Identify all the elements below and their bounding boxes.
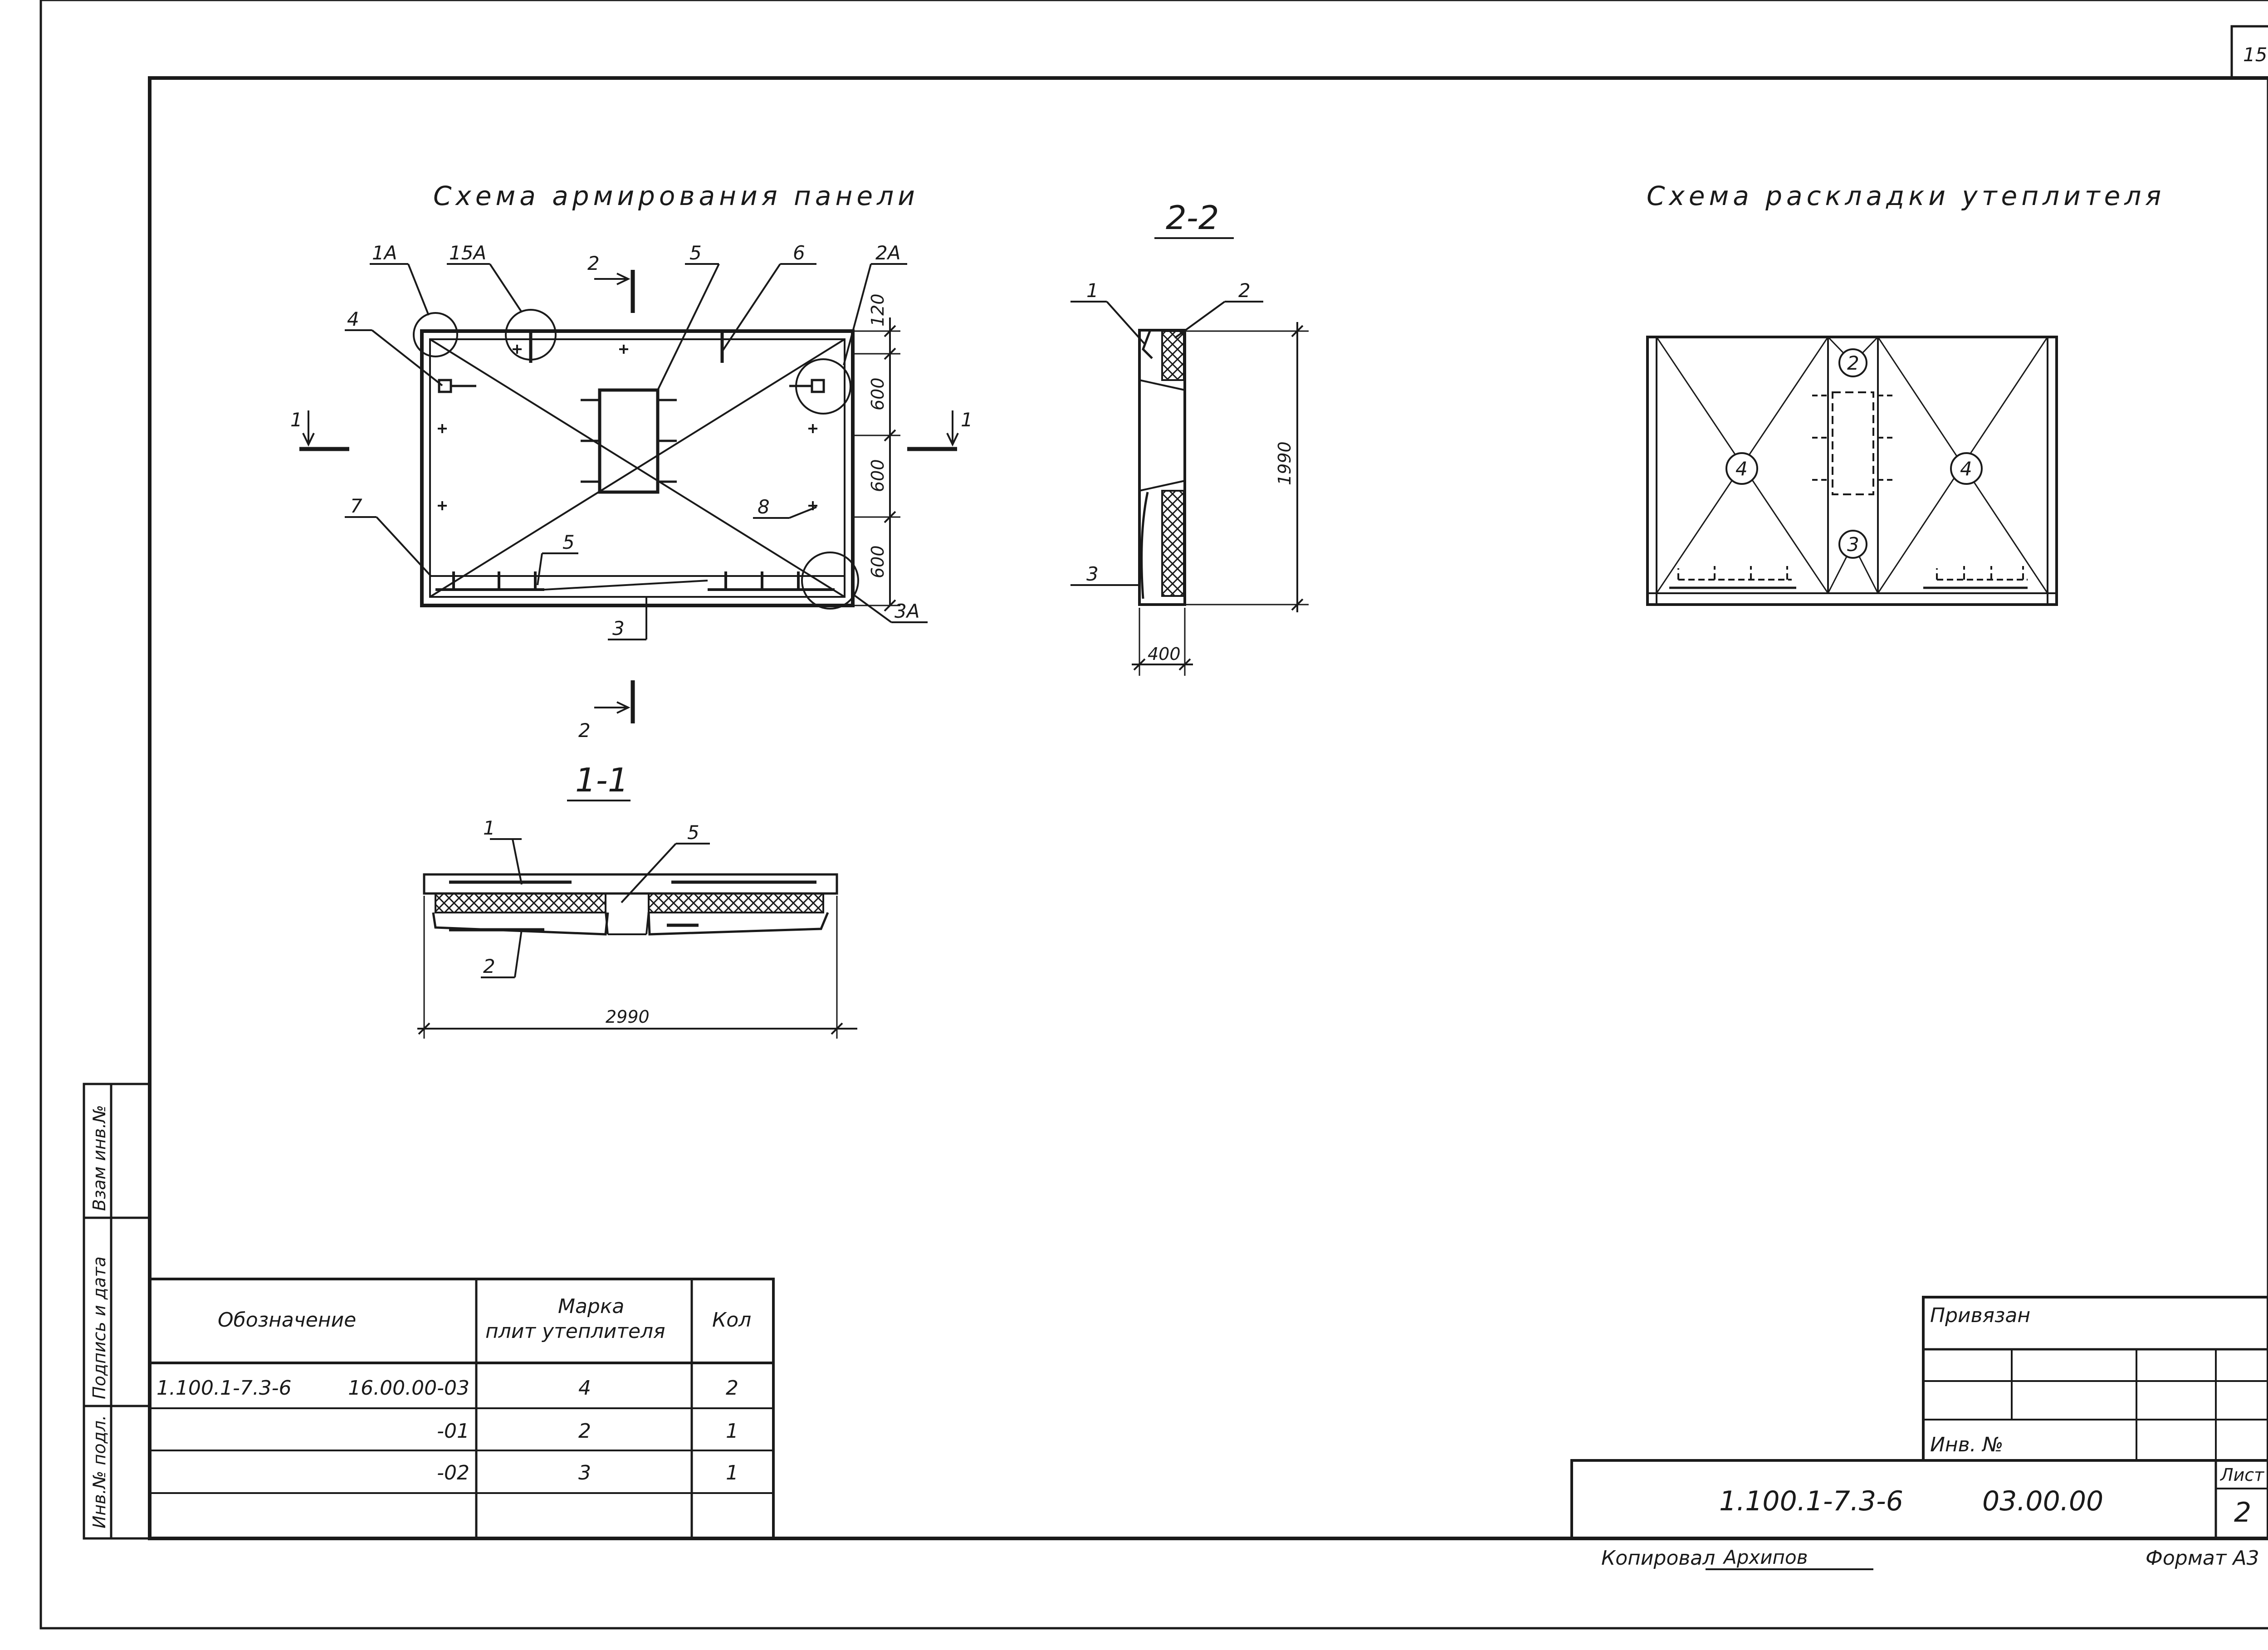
spec-header-qty: Кол: [712, 1308, 751, 1332]
spec-row-1-designation-b: 16.00.00-03: [348, 1377, 469, 1400]
insulation-mark-left: 4: [1735, 458, 1748, 480]
spec-row-1-mark: 4: [578, 1377, 591, 1400]
spec-row-1-qty: 2: [726, 1377, 738, 1400]
callout-1a: 1А: [372, 242, 397, 264]
table-row: -01 2 1: [437, 1420, 738, 1443]
section-1-1-callout-1: 1: [483, 817, 495, 839]
callout-15a: 15А: [449, 242, 486, 264]
callout-7: 7: [350, 495, 362, 517]
side-stamp-inv-no: Инв.№ подл.: [89, 1415, 109, 1528]
reinforcement-scheme-title: Схема армирования панели: [433, 181, 919, 211]
insulation-mark-top: 2: [1847, 352, 1859, 374]
section-mark-1-right: 1: [961, 409, 973, 431]
title-block-doc-number: 03.00.00: [1982, 1485, 2103, 1517]
section-2-2-dim-1990: 1990: [1275, 441, 1295, 485]
side-stamp-signature-date: Подпись и дата: [89, 1256, 109, 1399]
spec-header-mark-line2: плит утеплителя: [485, 1320, 665, 1343]
title-block-doc-code: 1.100.1-7.3-6: [1719, 1485, 1903, 1517]
callout-6: 6: [793, 242, 805, 264]
title-block-format: Формат А3: [2146, 1547, 2259, 1570]
section-1-1-title: 1-1: [575, 761, 629, 799]
section-1-1-drawing: [417, 838, 857, 1039]
title-block: [1570, 1296, 2268, 1540]
dim-600-a: 600: [868, 377, 888, 410]
dim-600-c: 600: [868, 545, 888, 578]
insulation-mark-right: 4: [1960, 458, 1972, 480]
section-2-2-title: 2-2: [1166, 199, 1219, 237]
spec-row-3-qty: 1: [726, 1461, 738, 1484]
dim-600-b: 600: [868, 459, 888, 492]
title-block-list-label: Лист: [2219, 1465, 2265, 1485]
callout-4: 4: [347, 308, 359, 330]
section-1-1-callout-2: 2: [483, 955, 495, 977]
spec-header-designation: Обозначение: [218, 1308, 356, 1332]
spec-row-3-mark: 3: [578, 1461, 591, 1484]
spec-row-2-mark: 2: [578, 1420, 591, 1443]
callout-5-bottom: 5: [562, 531, 575, 553]
table-row: -02 3 1: [437, 1461, 738, 1484]
callout-8: 8: [758, 496, 770, 518]
section-2-2-callout-1: 1: [1086, 279, 1099, 302]
section-2-2-callout-2: 2: [1238, 279, 1251, 302]
title-block-privyazan: Привязан: [1930, 1304, 2030, 1327]
title-block-copied-signature: Архипов: [1722, 1546, 1808, 1568]
section-2-2-callout-3: 3: [1086, 563, 1099, 585]
sheet-number: 15: [2243, 44, 2267, 66]
section-mark-2-top: 2: [587, 252, 600, 274]
title-block-list-value: 2: [2234, 1497, 2251, 1528]
title-block-inv-no: Инв. №: [1930, 1433, 2003, 1456]
title-block-copied-by: Копировал: [1601, 1547, 1715, 1570]
reinforcement-panel-drawing: [299, 263, 959, 723]
spec-row-3-designation-b: -02: [437, 1461, 469, 1484]
spec-row-2-qty: 1: [726, 1420, 738, 1443]
section-1-1-dim-2990: 2990: [606, 1007, 650, 1027]
section-1-1-callout-5: 5: [687, 821, 699, 844]
table-row: 1.100.1-7.3-6 16.00.00-03 4 2: [156, 1377, 738, 1400]
callout-3a: 3А: [894, 600, 919, 622]
insulation-mark-bottom: 3: [1847, 533, 1859, 556]
dim-120: 120: [868, 293, 888, 327]
spec-row-2-designation-b: -01: [437, 1420, 469, 1443]
insulation-scheme-title: Схема раскладки утеплителя: [1647, 181, 2165, 211]
spec-header-mark-line1: Марка: [558, 1295, 624, 1318]
reinforcement-callouts: 1А 15А 4 5 6 2А 7 5 8 3 3А 1 1 2 2 120 6…: [290, 242, 973, 742]
section-2-2-drawing: [1070, 301, 1309, 676]
section-mark-1-left: 1: [290, 409, 303, 431]
callout-5-top: 5: [689, 242, 702, 264]
side-stamp-replaced-inv: Взам инв.№: [89, 1105, 109, 1211]
callout-2a: 2А: [875, 242, 900, 264]
spec-table: [148, 1278, 775, 1540]
section-mark-2-bottom: 2: [578, 719, 591, 742]
insulation-panel-drawing: [1646, 336, 2058, 606]
section-2-2-dim-400: 400: [1148, 644, 1181, 664]
sheet-frame: [39, 0, 2268, 1630]
callout-3: 3: [612, 617, 625, 639]
spec-row-1-designation-a: 1.100.1-7.3-6: [156, 1377, 292, 1400]
